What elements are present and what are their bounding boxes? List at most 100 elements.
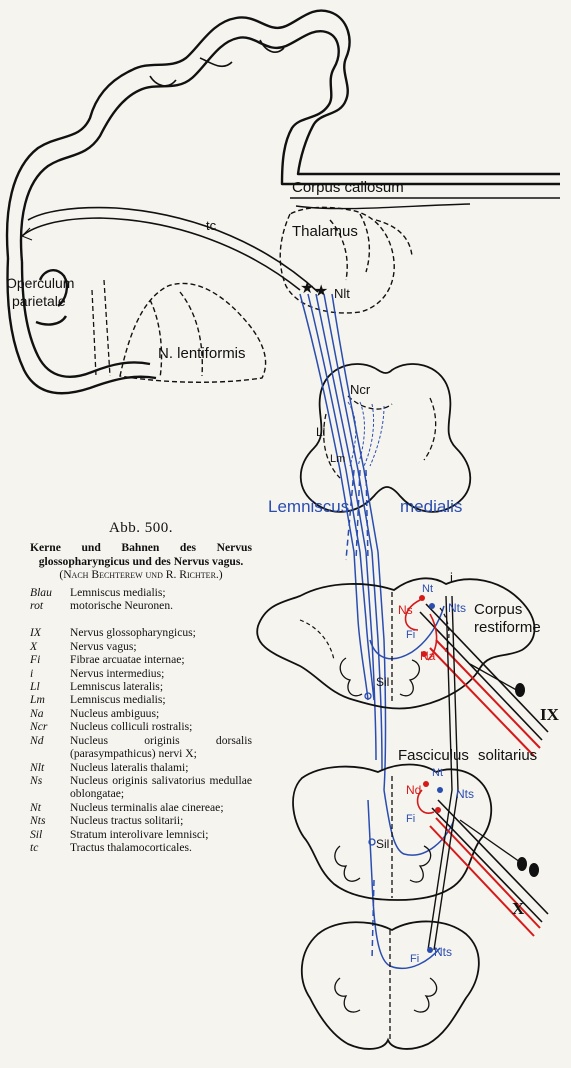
legend-abbr: Nt (30, 800, 41, 814)
midbrain-internal (323, 395, 437, 479)
label-fi-upper: Fi (406, 629, 415, 641)
legend-text: Nucleus originis salivatorius medullae o… (70, 773, 252, 801)
upper-medulla-internal (339, 592, 420, 704)
legend-abbr: IX (30, 626, 41, 640)
color-key-name: rot (30, 599, 44, 613)
label-nlt: Nlt (334, 286, 350, 301)
label-nt-upper: Nt (422, 583, 433, 595)
legend-abbr: Sil (30, 827, 43, 841)
legend-text: Fibrae arcuatae internae; (70, 653, 185, 667)
legend-text: Nucleus tractus solitarii; (70, 814, 184, 828)
thalamus-region (279, 206, 413, 314)
legend-abbr: Nts (30, 814, 46, 828)
figure-title: Kerne und Bahnen des Nervus glossopharyn… (30, 541, 252, 568)
corpus-callosum (290, 197, 560, 210)
legend-abbr: Ncr (30, 720, 48, 734)
color-key-text: Lemniscus medialis; (70, 585, 166, 599)
label-fi-mid: Fi (406, 813, 415, 825)
color-key-name: Blau (30, 585, 52, 599)
legend-row: Lm Lemniscus medialis; (30, 693, 252, 706)
color-key-row: Blau Lemniscus medialis; (30, 586, 252, 599)
legend-row: Nd Nucleus originis dorsalis (parasympath… (30, 734, 252, 761)
legend-abbr: X (30, 639, 38, 653)
label-sil-mid: Sil (376, 837, 389, 851)
label-na: Na (420, 649, 436, 663)
upper-medulla-section (256, 577, 536, 710)
legend-row: Na Nucleus ambiguus; (30, 707, 252, 720)
legend-row: Fi Fibrae arcuatae internae; (30, 653, 252, 666)
legend-text: Lemniscus medialis; (70, 693, 166, 707)
legend-row: i Nervus intermedius; (30, 667, 252, 680)
legend-text: Nucleus colliculi rostralis; (70, 720, 193, 734)
label-tc: tc (206, 218, 217, 233)
color-key: Blau Lemniscus medialis; rot motorische … (30, 586, 252, 613)
legend-text: Nucleus terminalis alae cinereae; (70, 800, 224, 814)
label-ll: Ll (316, 425, 325, 439)
legend-row: Nt Nucleus terminalis alae cinereae; (30, 801, 252, 814)
legend-abbr: tc (30, 840, 39, 854)
nerve-x-fibres (416, 789, 549, 937)
fasciculus-solitarius-fibres (427, 595, 459, 951)
lemniscus-descending (353, 551, 387, 791)
nucleus-dots (364, 595, 443, 953)
tc-tract (21, 206, 319, 293)
label-nts-lower: Nts (434, 945, 452, 959)
legend-abbr: Ns (30, 773, 43, 787)
lemniscus-lower-dashed (371, 879, 375, 961)
legend-abbr: Ll (30, 680, 40, 694)
ix-ganglion (515, 683, 525, 697)
label-corpus: Corpus (474, 601, 522, 618)
lemniscus-medialis-fibres (299, 293, 379, 553)
label-corpus-callosum: Corpus callosum (292, 179, 404, 196)
label-operculum: Operculum (6, 275, 74, 291)
label-nd: Nd (406, 783, 421, 797)
legend-text: Nucleus lateralis thalami; (70, 760, 189, 774)
legend-text: Nervus vagus; (70, 639, 137, 653)
legend-row: Ncr Nucleus colliculi rostralis; (30, 720, 252, 733)
lower-medulla-internal (334, 930, 438, 1040)
label-medialis: medialis (400, 497, 462, 516)
label-nts-upper: Nts (448, 601, 466, 615)
label-lemniscus: Lemniscus (268, 497, 349, 516)
legend-abbr: Na (30, 706, 44, 720)
figure-number: Abb. 500. (108, 520, 174, 536)
legend-row: X Nervus vagus; (30, 640, 252, 653)
midbrain-section (299, 363, 472, 513)
internal-capsule-dashes (91, 279, 111, 377)
legend-abbr: Nd (30, 733, 44, 747)
label-i: i (450, 570, 453, 585)
label-ncr: Ncr (350, 382, 371, 397)
label-fi-lower: Fi (410, 953, 419, 965)
legend-row: Ns Nucleus originis salivatorius medullae… (30, 774, 252, 801)
lower-medulla-section (300, 920, 480, 1050)
legend-abbr: Fi (30, 653, 41, 667)
label-restiforme: restiforme (474, 619, 541, 636)
legend-text: Lemniscus lateralis; (70, 680, 164, 694)
label-nt-mid: Nt (432, 767, 443, 779)
legend-abbr: i (30, 666, 34, 680)
label-sil-upper: Sil (376, 675, 389, 689)
label-ix: IX (540, 705, 560, 724)
color-key-row: rot motorische Neuronen. (30, 599, 252, 612)
cortex-folds (149, 39, 285, 87)
label-lm: Lm (330, 453, 345, 465)
legend-text: Nervus intermedius; (70, 666, 165, 680)
legend-abbr: Lm (30, 693, 45, 707)
legend-text: Nucleus originis dorsalis (parasympathic… (70, 733, 252, 761)
legend-text: Nucleus ambiguus; (70, 706, 160, 720)
figure-caption: Abb. 500. Kerne und Bahnen des Nervus gl… (30, 520, 252, 854)
label-fasciculus: Fasciculus (398, 747, 469, 764)
cortex-outline (5, 9, 560, 395)
mid-medulla-internal (334, 776, 432, 898)
lentiform-nucleus (119, 282, 267, 383)
legend-text: Tractus thalamocorticales. (70, 840, 192, 854)
label-solitarius: solitarius (478, 747, 537, 764)
color-key-text: motorische Neuronen. (70, 599, 174, 613)
label-n-lentiformis: N. lentiformis (158, 345, 246, 362)
label-x: X (512, 899, 525, 918)
label-nts-mid: Nts (456, 787, 474, 801)
